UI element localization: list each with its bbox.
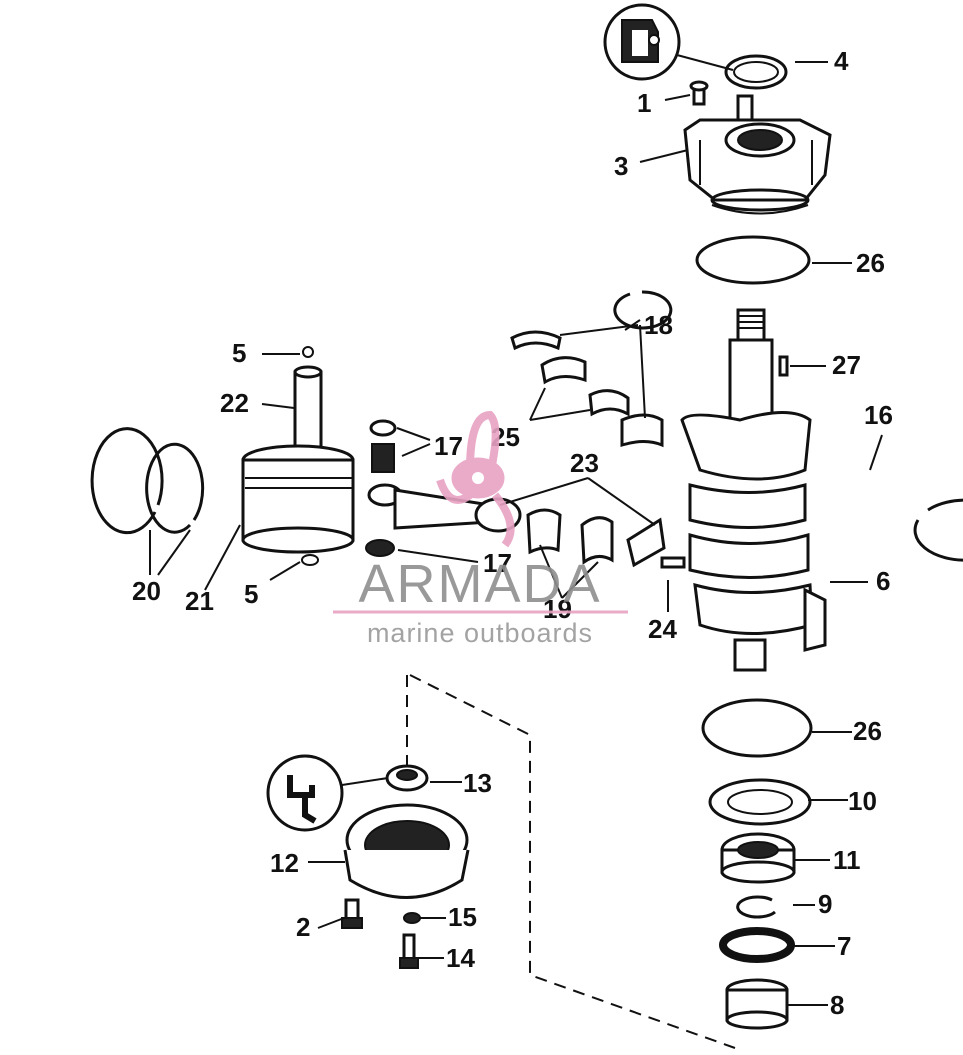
callout-9: 9 (818, 889, 832, 919)
callout-21: 21 (185, 586, 214, 616)
part-24-rod-bolt (660, 556, 686, 569)
seal-detail-inset-bottom (266, 754, 344, 832)
part-18-bearing-race-right (620, 413, 664, 448)
assembly-dashed-line (406, 674, 736, 1049)
watermark: ARMADA marine outboards (333, 410, 628, 648)
callout-14: 14 (446, 943, 475, 973)
callout-26-lower: 26 (853, 716, 882, 746)
part-21-piston (241, 444, 355, 554)
part-23-rod-cap (626, 517, 666, 568)
callout-labels: 4 1 3 26 18 27 16 5 22 17 25 23 17 6 19 … (132, 46, 893, 1020)
callout-27: 27 (832, 350, 861, 380)
part-11-ball-bearing (720, 832, 796, 884)
callout-10: 10 (848, 786, 877, 816)
seal-detail-inset-top (603, 3, 681, 81)
callout-15: 15 (448, 902, 477, 932)
part-12-lower-bearing-housing (343, 803, 470, 899)
part-20-piston-rings (90, 427, 205, 535)
watermark-name: ARMADA (358, 554, 601, 614)
part-16-retaining-ring (913, 498, 963, 562)
callout-6: 6 (876, 566, 890, 596)
part-25-roller-bearing (540, 356, 630, 417)
callout-24: 24 (648, 614, 677, 644)
part-9-retaining-ring (736, 895, 776, 919)
part-15-washer (403, 912, 421, 924)
callout-17-bottom: 17 (483, 548, 512, 578)
callout-7: 7 (837, 931, 851, 961)
part-14-screw (399, 933, 419, 969)
callout-1: 1 (637, 88, 651, 118)
part-10-seal-plate (708, 778, 812, 826)
part-26-o-ring-upper (695, 235, 811, 285)
callout-8: 8 (830, 990, 844, 1020)
callout-17-top: 17 (434, 431, 463, 461)
callout-11: 11 (833, 845, 861, 875)
part-3-upper-bearing-housing (683, 94, 832, 215)
callout-2: 2 (296, 912, 310, 942)
callout-5-bottom: 5 (244, 579, 258, 609)
part-4-seal-ring (724, 54, 788, 90)
part-18-retaining-ring (613, 290, 673, 330)
part-7-seal (719, 927, 795, 963)
callout-22: 22 (220, 388, 249, 418)
watermark-tagline: marine outboards (367, 618, 593, 648)
callout-3: 3 (614, 151, 628, 181)
callout-18: 18 (644, 310, 673, 340)
part-19-bearing-halves (526, 508, 614, 565)
part-1-screw (689, 80, 709, 106)
part-18-bearing-race-left (510, 330, 562, 351)
part-8-sleeve (725, 978, 789, 1030)
callout-23: 23 (570, 448, 599, 478)
part-27-key (778, 355, 789, 377)
part-26-o-ring-lower (701, 698, 813, 758)
callout-13: 13 (463, 768, 492, 798)
callout-5-top: 5 (232, 338, 246, 368)
callout-12: 12 (270, 848, 299, 878)
leader-lines (149, 61, 883, 1006)
part-5-retainer-bottom (301, 554, 319, 566)
callout-16: 16 (864, 400, 893, 430)
callout-20: 20 (132, 576, 161, 606)
part-22-piston-pin (293, 365, 323, 452)
callout-26-upper: 26 (856, 248, 885, 278)
part-13-seal (385, 764, 429, 792)
part-2-screw (341, 898, 363, 929)
part-6-crankshaft (680, 308, 827, 672)
propeller-logo-icon (436, 410, 515, 548)
callout-4: 4 (834, 46, 849, 76)
callout-19: 19 (543, 594, 572, 624)
part-5-retainer-top (302, 346, 314, 358)
